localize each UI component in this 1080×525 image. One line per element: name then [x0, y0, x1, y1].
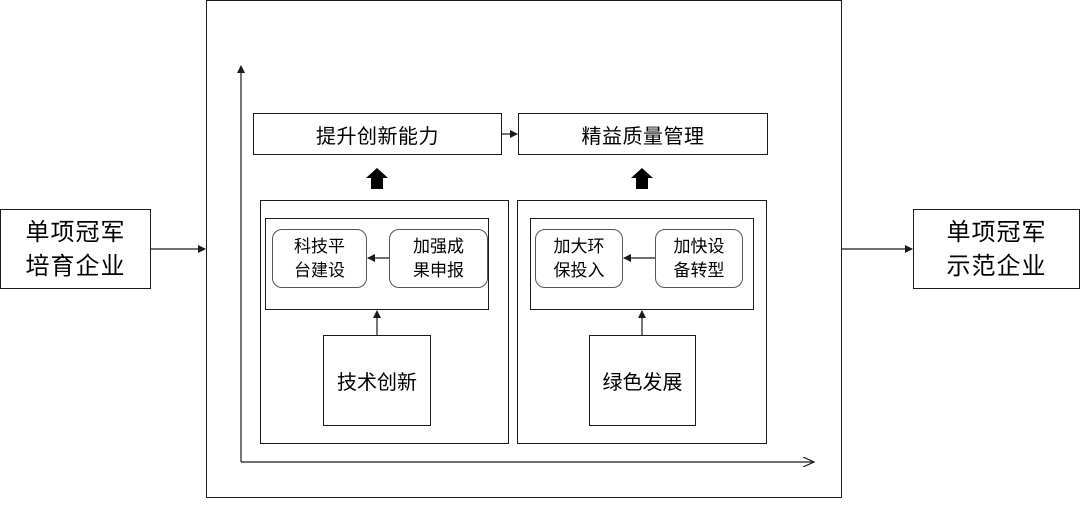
- goal-innovation-capability: 提升创新能力: [253, 113, 502, 155]
- driver-technical-innovation-label: 技术创新: [337, 370, 417, 394]
- driver-green-development: 绿色发展: [589, 335, 696, 426]
- item-environmental-investment-label: 加大环 保投入: [553, 236, 605, 281]
- node-demonstration-enterprise-label: 单项冠军 示范企业: [946, 218, 1047, 280]
- node-demonstration-enterprise: 单项冠军 示范企业: [913, 209, 1080, 289]
- driver-green-development-label: 绿色发展: [602, 370, 683, 394]
- item-equipment-transformation-label: 加快设 备转型: [673, 236, 725, 281]
- goal-innovation-capability-label: 提升创新能力: [316, 123, 439, 148]
- item-environmental-investment: 加大环 保投入: [535, 229, 623, 288]
- driver-technical-innovation: 技术创新: [323, 335, 431, 426]
- item-tech-platform-label: 科技平 台建设: [294, 236, 345, 281]
- node-cultivation-enterprise: 单项冠军 培育企业: [0, 209, 151, 289]
- item-tech-platform: 科技平 台建设: [272, 229, 367, 288]
- node-cultivation-enterprise-label: 单项冠军 培育企业: [25, 218, 126, 280]
- item-achievement-declaration: 加强成 果申报: [389, 229, 488, 288]
- item-equipment-transformation: 加快设 备转型: [655, 229, 743, 288]
- goal-lean-quality-label: 精益质量管理: [581, 123, 705, 148]
- item-achievement-declaration-label: 加强成 果申报: [413, 236, 464, 281]
- goal-lean-quality: 精益质量管理: [518, 113, 768, 155]
